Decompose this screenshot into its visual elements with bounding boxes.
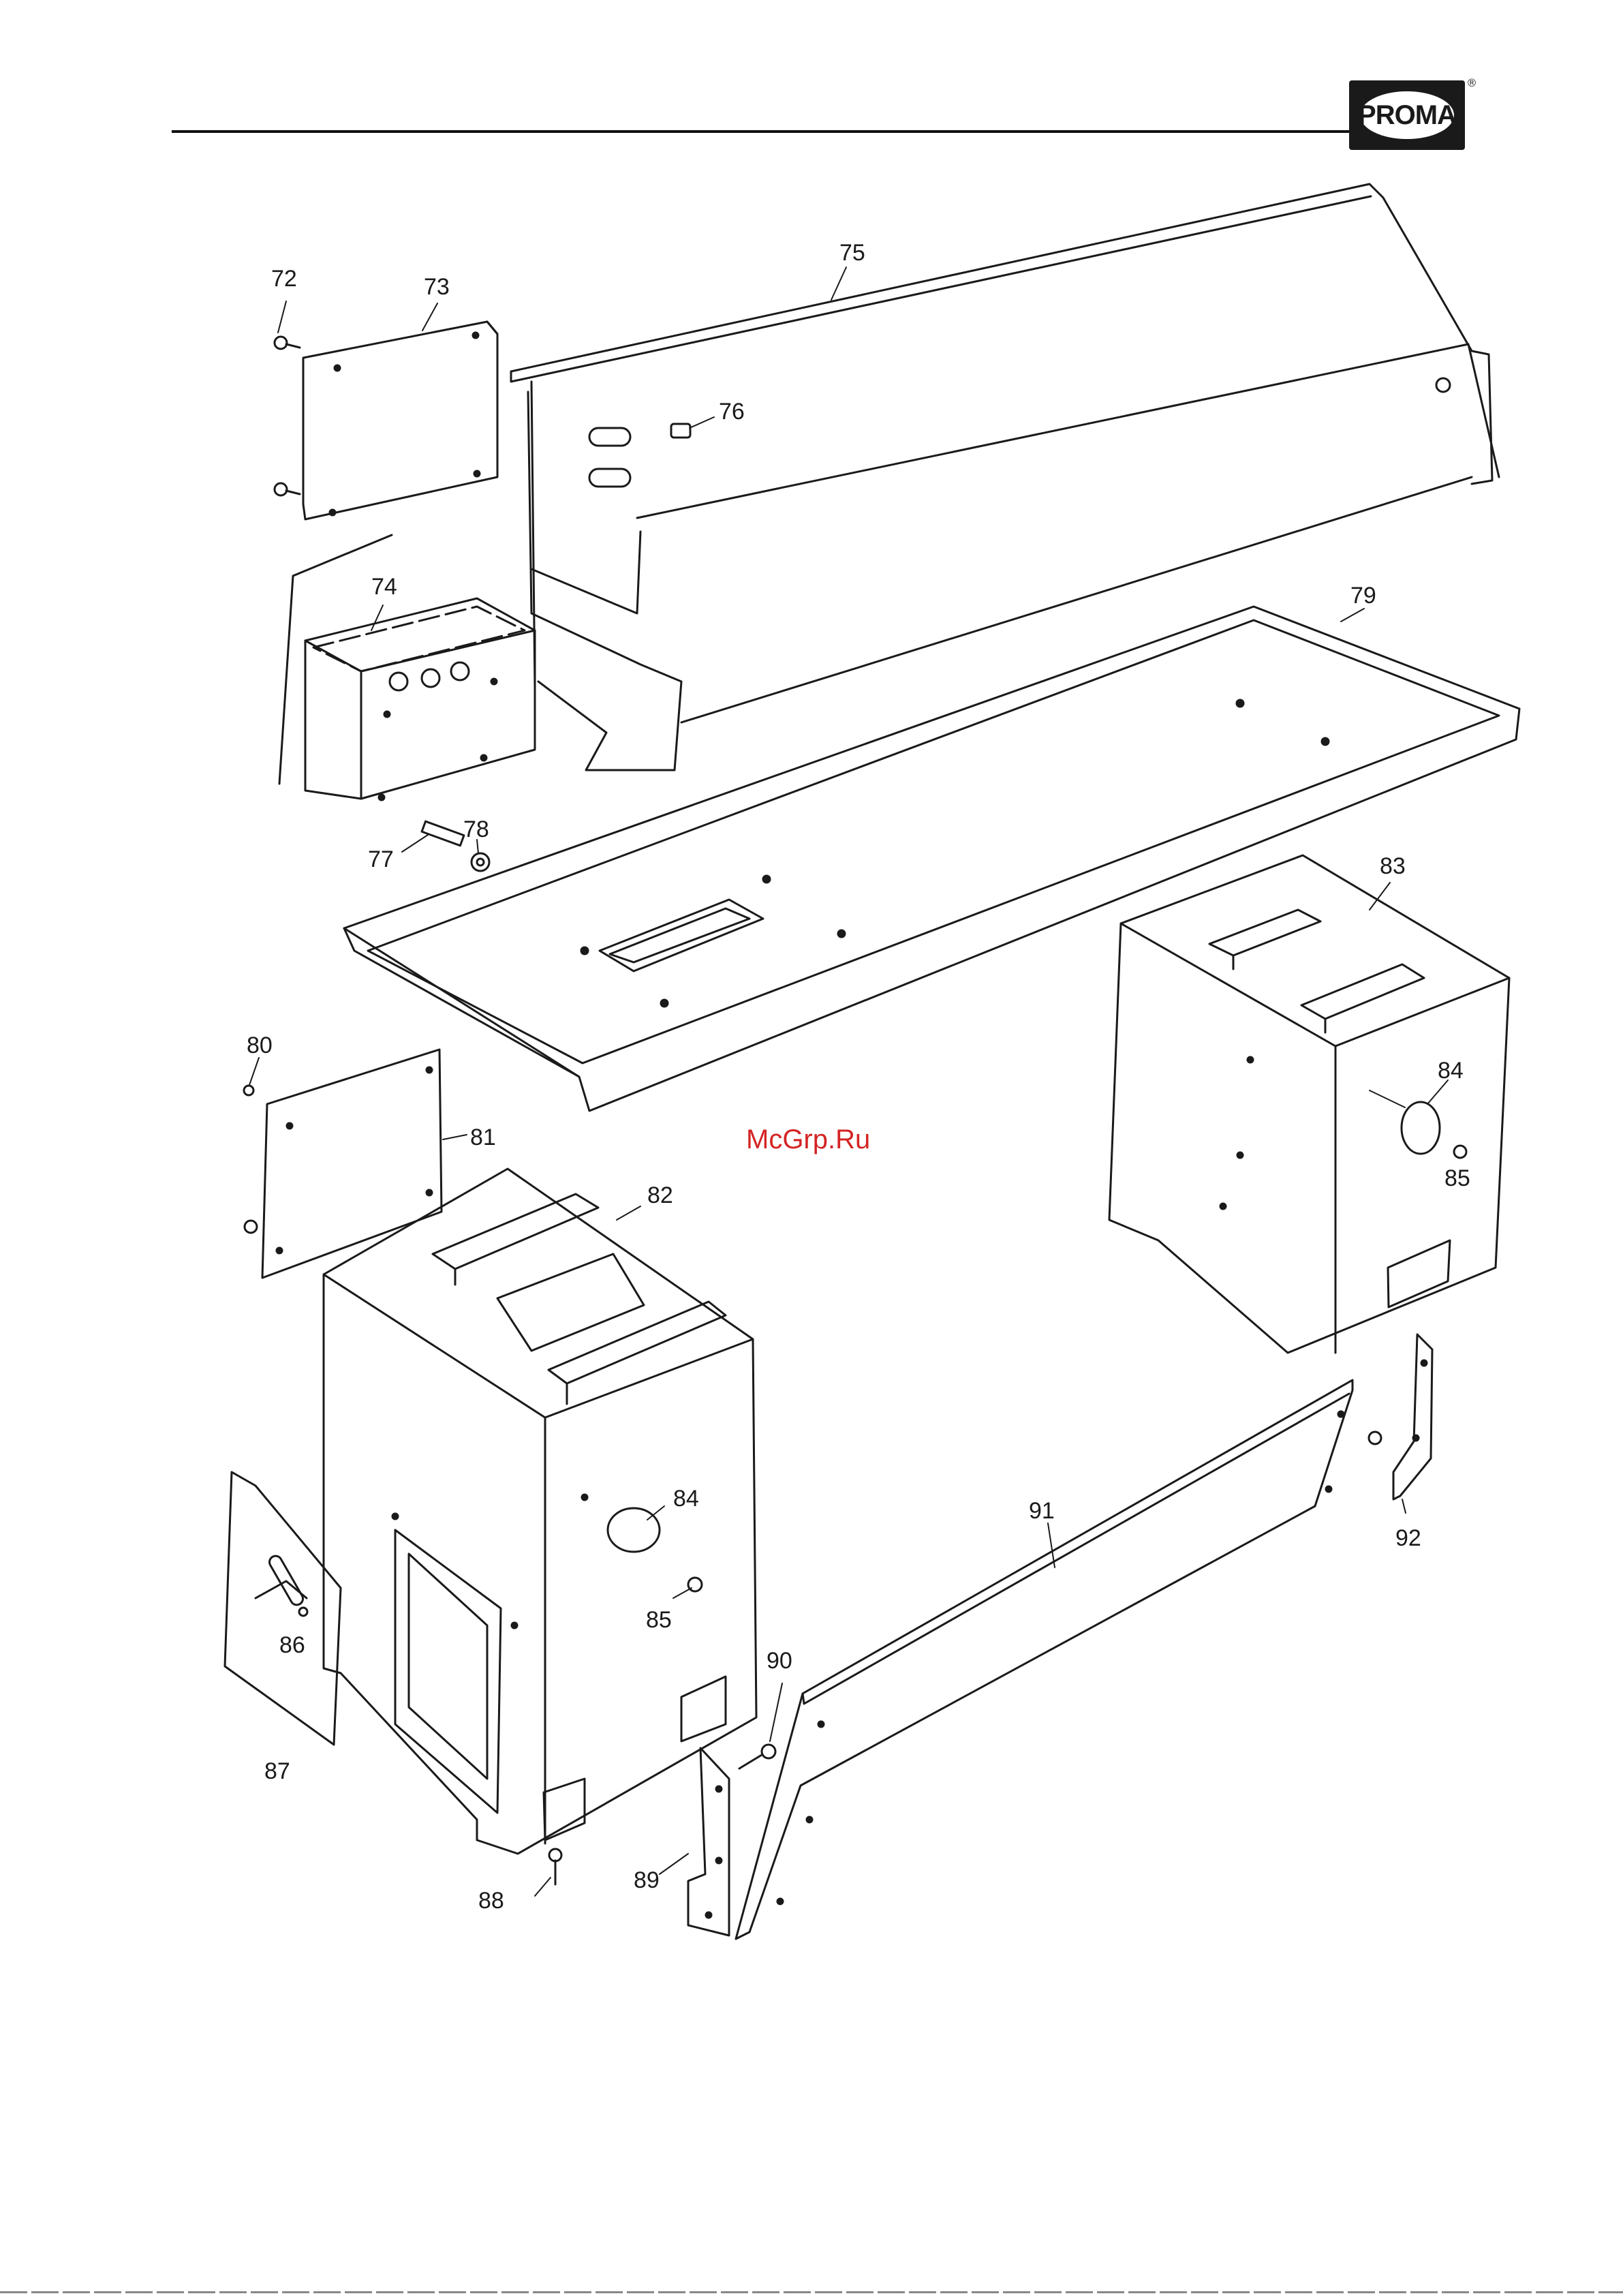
part-83-right-cabinet xyxy=(1109,855,1509,1353)
callout-78: 78 xyxy=(463,816,489,842)
callout-77: 77 xyxy=(368,846,394,872)
callout-91: 91 xyxy=(1029,1498,1055,1524)
callout-82: 82 xyxy=(647,1182,673,1208)
callout-80: 80 xyxy=(247,1032,273,1058)
callout-87: 87 xyxy=(264,1758,290,1784)
bottom-scan-edge xyxy=(0,2291,1623,2293)
part-73-cover-plate xyxy=(303,322,497,519)
part-76-screw xyxy=(671,424,690,438)
callout-84-right: 84 xyxy=(1438,1058,1464,1084)
watermark-text: McGrp.Ru xyxy=(746,1124,870,1155)
callout-83: 83 xyxy=(1380,853,1406,879)
part-81-cover-plate xyxy=(244,1050,442,1278)
part-78-nut xyxy=(472,853,489,871)
callout-85-left: 85 xyxy=(646,1607,672,1633)
callout-76: 76 xyxy=(719,399,745,425)
callout-84-left: 84 xyxy=(673,1486,699,1512)
callout-88: 88 xyxy=(478,1888,504,1914)
part-72-screws xyxy=(275,337,300,495)
leader-lines xyxy=(249,267,1448,1896)
part-88-bolt xyxy=(549,1849,561,1884)
callout-73: 73 xyxy=(424,274,450,300)
callout-90: 90 xyxy=(767,1648,792,1674)
part-75-back-guard xyxy=(511,184,1499,770)
callout-86: 86 xyxy=(279,1632,305,1658)
callout-75: 75 xyxy=(839,240,865,266)
part-91-front-panel xyxy=(736,1380,1381,1939)
part-74-electrical-box xyxy=(305,598,535,800)
part-79-chip-tray xyxy=(344,607,1519,1111)
callout-81: 81 xyxy=(470,1124,496,1150)
callout-85-right: 85 xyxy=(1444,1165,1470,1191)
part-90-screw xyxy=(739,1745,775,1769)
callout-72: 72 xyxy=(271,266,297,292)
callout-79: 79 xyxy=(1350,583,1376,609)
callout-89: 89 xyxy=(634,1867,660,1893)
part-89-bracket xyxy=(688,1748,729,1935)
part-77-bolt xyxy=(422,821,464,846)
part-92-bracket xyxy=(1393,1334,1432,1499)
callout-74: 74 xyxy=(371,574,397,600)
callout-92: 92 xyxy=(1395,1525,1421,1551)
